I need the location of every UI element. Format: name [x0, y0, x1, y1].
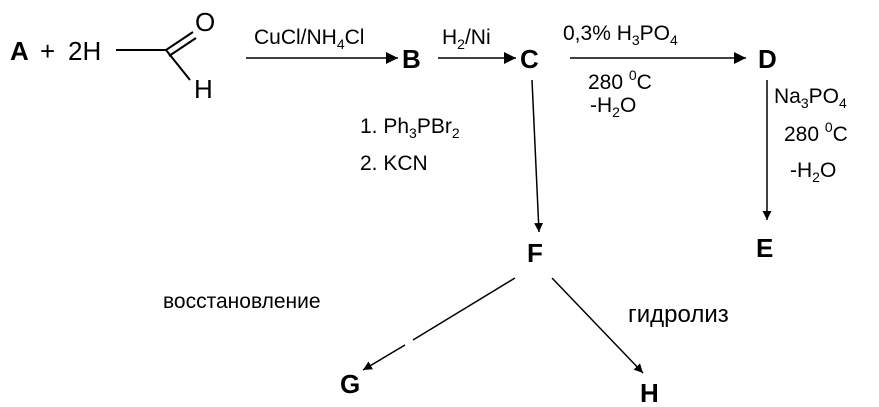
reagent-a-to-b: CuCl/NH4Cl: [254, 26, 364, 52]
reagent-c-to-f-step2: 2. KCN: [360, 152, 428, 175]
reagent-c-to-d-acid: 0,3% H3PO4: [563, 22, 678, 48]
arrow-f-to-g-upper: [412, 277, 516, 341]
label-hydrolysis: гидролиз: [628, 301, 729, 328]
compound-e: E: [756, 233, 773, 263]
reagent-c-to-d-water: -H2O: [590, 94, 636, 120]
aldehyde-double-bond-2: [168, 37, 197, 57]
aldehyde-ch-bond: [165, 49, 191, 81]
compound-h: H: [640, 378, 659, 407]
reagent-b-to-c: H2/Ni: [442, 26, 491, 52]
reagent-c-to-f-step1: 1. Ph3PBr2: [360, 115, 460, 141]
reagent-d-to-e-temp: 280 0C: [784, 119, 848, 146]
reagent-d-to-e-water: -H2O: [790, 159, 836, 185]
aldehyde-hydrogen: H: [194, 74, 213, 104]
label-reduction: восстановление: [163, 290, 321, 313]
formaldehyde-coefficient: 2H: [68, 36, 101, 66]
arrow-f-to-g-lower: [362, 344, 406, 371]
compound-f: F: [527, 238, 543, 268]
plus-sign: +: [40, 36, 55, 66]
compound-c: C: [520, 44, 539, 74]
arrow-c-to-f: [531, 79, 544, 233]
arrow-f-to-h: [551, 277, 644, 374]
compound-g: G: [340, 369, 360, 399]
compound-d: D: [758, 44, 777, 74]
reagent-d-to-e-salt: Na3PO4: [774, 85, 847, 111]
aldehyde-oxygen: O: [195, 7, 215, 37]
compound-a: A: [10, 36, 29, 66]
reagent-c-to-d-temp: 280 0C: [588, 67, 652, 94]
compound-b: B: [402, 44, 421, 74]
aldehyde-double-bond-1: [165, 31, 194, 51]
